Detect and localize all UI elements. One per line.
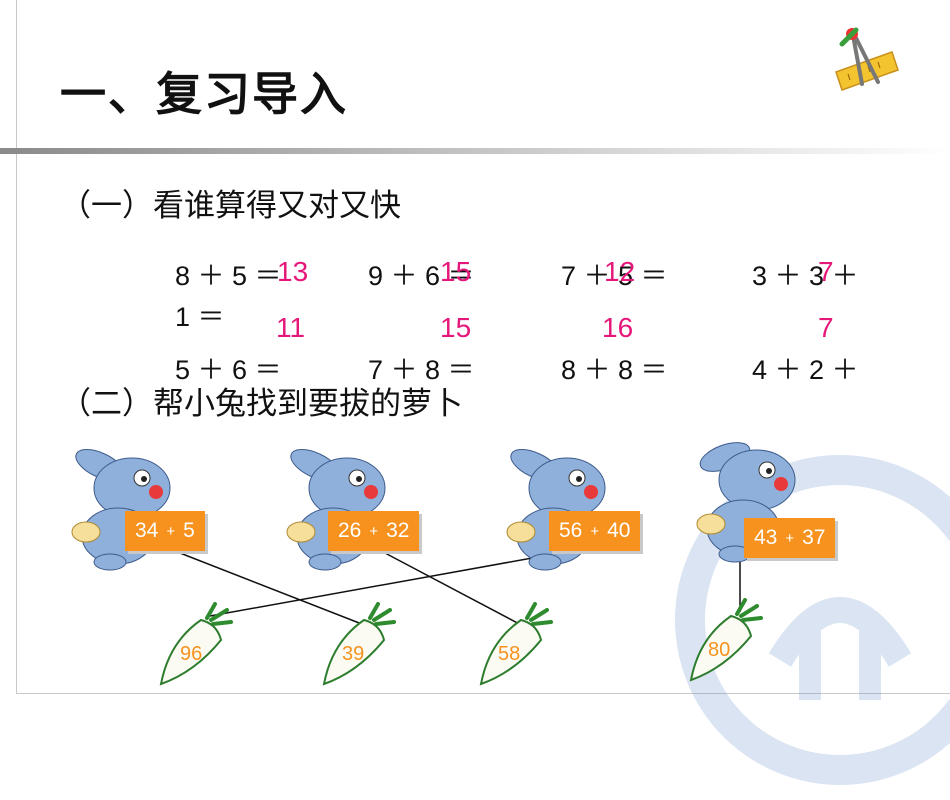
carrot-icon bbox=[322, 602, 396, 686]
answer: 11 bbox=[276, 312, 306, 343]
carrot-icon bbox=[479, 602, 553, 686]
addend: 56 bbox=[559, 519, 583, 542]
addend: 32 bbox=[386, 519, 410, 542]
plus-sign: + bbox=[166, 523, 176, 540]
match-line bbox=[384, 552, 528, 629]
rabbit-icon bbox=[506, 449, 606, 571]
section-heading-quick-calc: （一）看谁算得又对又快 bbox=[60, 188, 401, 224]
equation: 7 ＋ 5 ＝ bbox=[561, 261, 668, 291]
equation: 4 ＋ 2 ＋ bbox=[752, 355, 859, 385]
equation: 5 ＋ 6 ＝ bbox=[175, 355, 282, 385]
slide-frame bbox=[16, 0, 950, 694]
answer: 15 bbox=[440, 256, 472, 287]
plus-sign: + bbox=[590, 523, 600, 540]
rabbit-icon bbox=[696, 442, 796, 563]
equation: 8 ＋ 8 ＝ bbox=[561, 355, 668, 385]
addend: 5 bbox=[183, 519, 195, 542]
addend: 26 bbox=[338, 519, 362, 542]
carrot-icon bbox=[159, 602, 233, 686]
rabbit-sum-tag: 26 +32 bbox=[328, 511, 420, 551]
equation: 8 ＋ 5 ＝ bbox=[175, 261, 282, 291]
plus-sign: + bbox=[785, 530, 795, 547]
answer: 7 bbox=[818, 256, 834, 287]
ruler-compass-logo-icon bbox=[835, 27, 899, 91]
rabbit-icon bbox=[286, 449, 386, 571]
equation: 7 ＋ 8 ＝ bbox=[368, 355, 475, 385]
answer: 15 bbox=[440, 312, 472, 343]
carrot-label: 96 bbox=[180, 643, 203, 665]
carrot-label: 39 bbox=[342, 643, 365, 665]
rabbit-sum-tag: 34 +5 bbox=[125, 511, 205, 551]
carrot-icon bbox=[689, 598, 763, 682]
addend: 34 bbox=[135, 519, 159, 542]
addend: 37 bbox=[802, 526, 826, 549]
carrot-label: 80 bbox=[708, 639, 731, 661]
answer: 13 bbox=[277, 256, 309, 287]
answer: 7 bbox=[818, 312, 834, 343]
equation: 9 ＋ 6 ＝ bbox=[368, 261, 475, 291]
answer: 16 bbox=[602, 312, 634, 343]
plus-sign: + bbox=[369, 523, 379, 540]
matching-lines bbox=[179, 552, 741, 629]
section-heading-rabbit-carrot: （二）帮小兔找到要拔的萝卜 bbox=[60, 386, 463, 422]
title-divider bbox=[0, 148, 950, 154]
addend: 43 bbox=[754, 526, 778, 549]
rabbit-sum-tag: 43 +37 bbox=[744, 518, 836, 558]
page-title: 一、复习导入 bbox=[60, 67, 348, 121]
rabbit-icon bbox=[71, 449, 171, 571]
match-line bbox=[179, 552, 373, 629]
match-line bbox=[209, 552, 561, 617]
rabbit-sum-tag: 56 +40 bbox=[549, 511, 641, 551]
equation: 3 ＋ 3 ＋ bbox=[752, 261, 859, 291]
answer: 12 bbox=[604, 256, 636, 287]
carrot-label: 58 bbox=[498, 643, 521, 665]
equation-wrap: 1 ＝ bbox=[175, 302, 225, 332]
addend: 40 bbox=[607, 519, 631, 542]
